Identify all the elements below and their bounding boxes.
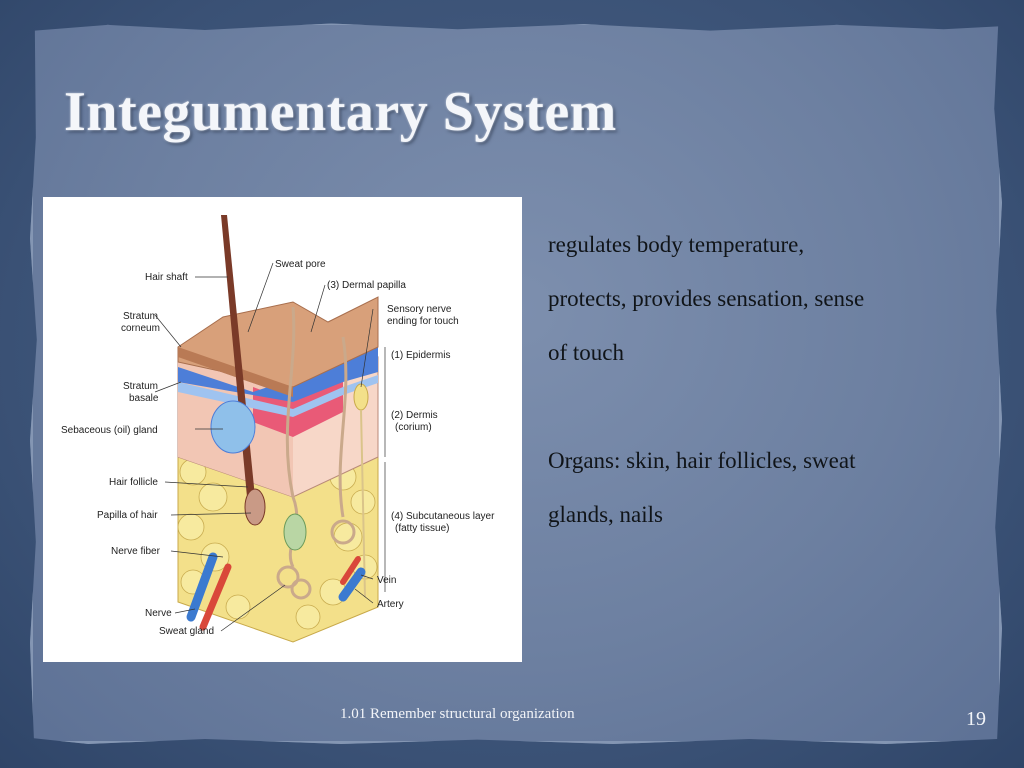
label-stratum-basale-1: Stratum (123, 381, 158, 392)
skin-cross-section-illustration: Hair shaft Stratum corneum Stratum basal… (61, 215, 495, 643)
label-sensory-nerve-2: ending for touch (387, 316, 459, 327)
label-sensory-nerve-1: Sensory nerve (387, 304, 452, 315)
label-epidermis: (1) Epidermis (391, 350, 450, 361)
label-hair-shaft: Hair shaft (145, 272, 188, 283)
skin-diagram: Hair shaft Stratum corneum Stratum basal… (43, 197, 522, 662)
label-dermis-1: (2) Dermis (391, 410, 438, 421)
slide-body: regulates body temperature, protects, pr… (548, 218, 978, 542)
body-line-2: protects, provides sensation, sense (548, 286, 865, 311)
label-sebaceous-gland: Sebaceous (oil) gland (61, 425, 158, 436)
body-line-1: regulates body temperature, (548, 232, 805, 257)
slide-footer: 1.01 Remember structural organization (340, 706, 575, 722)
label-papilla-of-hair: Papilla of hair (97, 510, 158, 521)
body-line-3: of touch (548, 340, 625, 365)
label-sweat-gland: Sweat gland (159, 626, 214, 637)
label-hair-follicle: Hair follicle (109, 477, 158, 488)
label-nerve: Nerve (145, 608, 172, 619)
slide-number: 19 (966, 708, 986, 730)
organs-line-1: Organs: skin, hair follicles, sweat (548, 448, 856, 473)
paragraph-spacer (548, 380, 978, 434)
label-dermis-2: (corium) (395, 422, 432, 433)
label-subcutaneous-2: (fatty tissue) (395, 523, 449, 534)
organs-line-2: glands, nails (548, 502, 663, 527)
label-artery: Artery (377, 599, 404, 610)
label-stratum-corneum-1: Stratum (123, 311, 158, 322)
label-sweat-pore: Sweat pore (275, 259, 326, 270)
label-subcutaneous-1: (4) Subcutaneous layer (391, 511, 495, 522)
label-nerve-fiber: Nerve fiber (111, 546, 161, 557)
label-stratum-basale-2: basale (129, 393, 159, 404)
slide-title: Integumentary System (64, 81, 617, 143)
label-dermal-papilla: (3) Dermal papilla (327, 280, 406, 291)
label-stratum-corneum-2: corneum (121, 323, 160, 334)
label-vein: Vein (377, 575, 396, 586)
